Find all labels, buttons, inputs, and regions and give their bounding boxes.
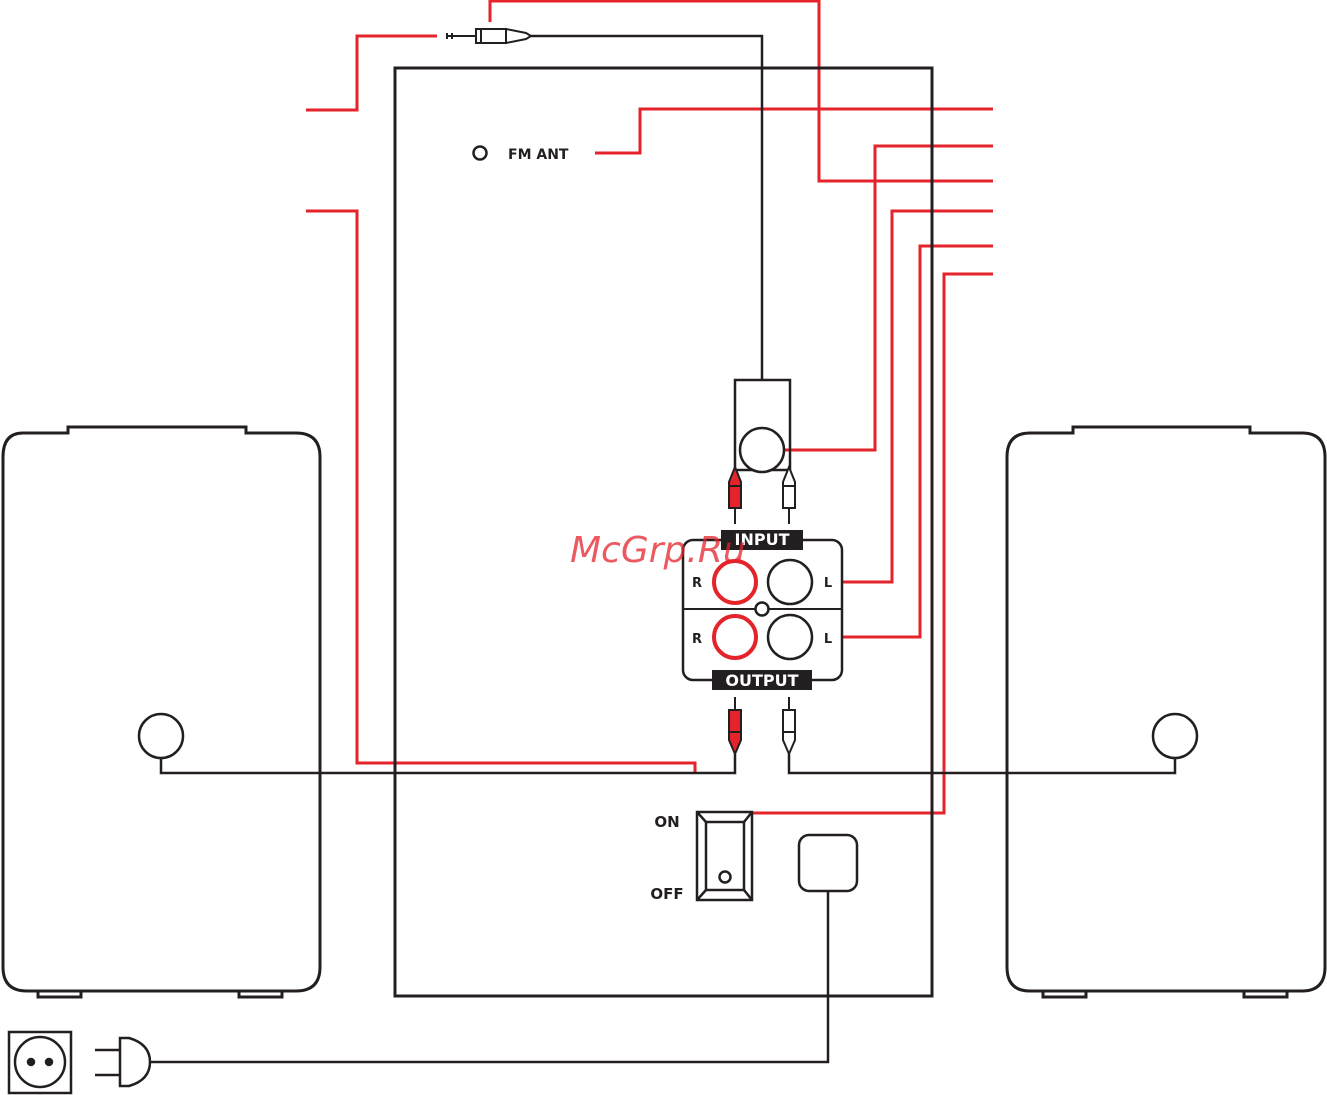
callout-left-top [306,36,437,110]
fm-antenna-label: FM ANT [508,147,569,163]
input-rca-plug-red-icon [729,467,741,524]
output-r-label: R [692,632,702,647]
left-speaker-terminal [139,714,183,758]
splitter-knob [740,428,784,472]
callout-right-2 [762,146,993,450]
output-rca-plug-white-icon [783,697,795,754]
callout-left-bottom [306,211,695,773]
output-label: OUTPUT [725,671,798,690]
right-speaker-terminal [1153,714,1197,758]
callout-right-5 [843,246,993,637]
callout-right-4 [843,211,993,582]
output-l-label: L [824,632,832,647]
mini-jack-plug-icon [447,29,531,43]
callout-lines [306,1,993,813]
panel-center-screw-icon [756,603,769,616]
watermark: McGrp.Ru [570,530,746,571]
output-jack-r [714,616,756,658]
fm-antenna-jack-icon [474,147,487,160]
output-jack-l [768,615,812,659]
power-cord [161,891,828,1062]
speaker-cable-right [789,754,1175,773]
input-jack-l [768,560,812,604]
audio-cable [531,36,762,380]
input-l-label: L [824,576,832,591]
switch-off-label: OFF [650,885,683,903]
wall-outlet-icon [9,1032,71,1093]
output-rca-plug-red-icon [729,697,741,754]
switch-on-label: ON [654,813,679,831]
input-rca-plug-white-icon [783,467,795,524]
power-plug-icon [95,1038,161,1086]
right-speaker [1007,427,1325,997]
power-switch [697,812,752,900]
input-r-label: R [692,576,702,591]
power-socket [799,835,857,891]
left-speaker [3,427,320,997]
